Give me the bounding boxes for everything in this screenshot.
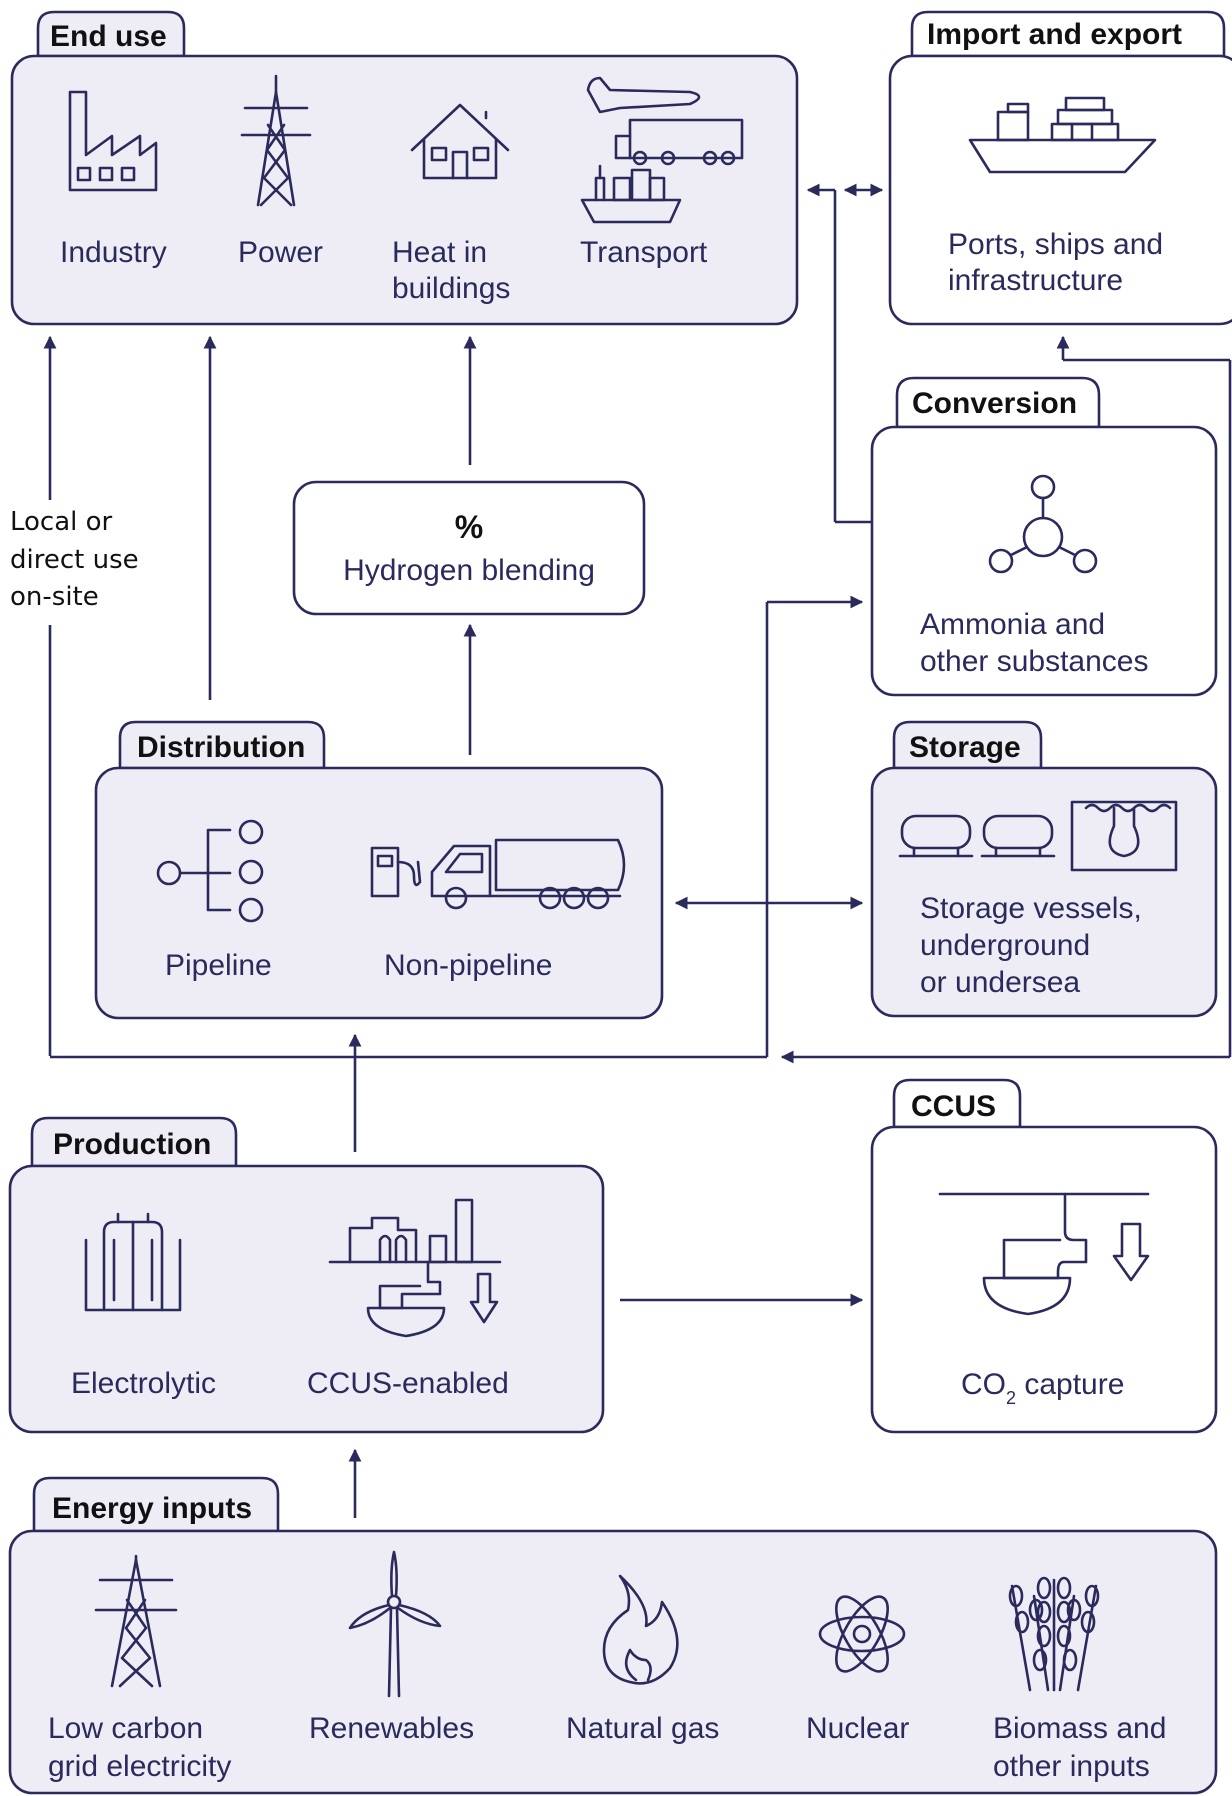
connectors: [43, 183, 1232, 1518]
local-use-note: Local or direct use on-site: [10, 507, 139, 612]
low-carbon-label-line2: grid electricity: [48, 1750, 231, 1783]
import-export-label-line2: infrastructure: [948, 264, 1123, 297]
conversion-title: Conversion: [912, 387, 1077, 420]
ccus-box: [870, 1125, 1218, 1434]
heat-label-line2: buildings: [392, 272, 510, 305]
end-use-section: End use Industry Power: [10, 10, 799, 326]
power-label: Power: [238, 236, 323, 269]
distribution-box: [94, 766, 664, 1020]
low-carbon-label-line1: Low carbon: [48, 1712, 203, 1745]
pylon-icon: [94, 1554, 178, 1688]
molecule-icon: [988, 474, 1098, 574]
blending-box: [292, 480, 646, 616]
energy-inputs-tab: [32, 1476, 280, 1533]
flame-icon: [602, 1574, 679, 1685]
production-tab: [30, 1116, 238, 1168]
conversion-label-line2: other substances: [920, 645, 1148, 678]
energy-inputs-box: [8, 1529, 1218, 1795]
storage-tab: [892, 720, 1043, 770]
pipeline-label: Pipeline: [165, 949, 272, 982]
storage-section: Storage Storage vessels, underground or …: [870, 720, 1218, 1018]
conversion-box: [870, 425, 1218, 697]
industry-label: Industry: [60, 236, 167, 269]
biomass-label-line2: other inputs: [993, 1750, 1150, 1783]
heat-label-line1: Heat in: [392, 236, 487, 269]
import-export-section: Import and export Ports, ships and infra…: [888, 10, 1232, 326]
storage-vessels-icon: [898, 800, 1178, 872]
blending-label: Hydrogen blending: [343, 554, 595, 587]
co2-capture-icon: [938, 1192, 1150, 1316]
ccus-section: CCUS CO2 capture: [870, 1078, 1218, 1434]
percent-symbol: %: [455, 509, 483, 545]
import-export-label-line1: Ports, ships and: [948, 228, 1163, 261]
distribution-tab: [118, 720, 326, 770]
storage-label-line3: or undersea: [920, 966, 1080, 999]
import-export-title: Import and export: [927, 18, 1182, 51]
end-use-tab: [36, 10, 186, 58]
factory-icon: [68, 90, 158, 192]
storage-label-line1: Storage vessels,: [920, 892, 1142, 925]
distribution-section: Distribution Pipeline Non-pipeline: [94, 720, 664, 1020]
end-use-title: End use: [50, 20, 167, 53]
non-pipeline-label: Non-pipeline: [384, 949, 552, 982]
blending-section: % Hydrogen blending: [292, 480, 646, 616]
electrolyser-icon: [84, 1212, 182, 1312]
local-use-note-line2: direct use: [10, 545, 139, 575]
distribution-title: Distribution: [137, 731, 305, 764]
cargo-ship-icon: [968, 96, 1157, 174]
storage-box: [870, 766, 1218, 1018]
energy-inputs-section: Energy inputs: [8, 1476, 1218, 1795]
nuclear-label: Nuclear: [806, 1712, 909, 1745]
house-icon: [410, 103, 510, 180]
ccus-enabled-label: CCUS-enabled: [307, 1367, 509, 1400]
transport-icon: [580, 76, 744, 224]
energy-inputs-title: Energy inputs: [52, 1492, 252, 1525]
pylon-icon: [240, 74, 312, 207]
production-title: Production: [53, 1128, 211, 1161]
wind-turbine-icon: [348, 1550, 442, 1698]
tanker-truck-icon: [370, 838, 626, 910]
natural-gas-label: Natural gas: [566, 1712, 719, 1745]
end-use-box: [10, 54, 799, 326]
local-use-note-line3: on-site: [10, 582, 99, 612]
atom-icon: [818, 1595, 906, 1673]
ccus-label: CO2 capture: [961, 1368, 1124, 1408]
import-export-tab: [910, 10, 1226, 58]
end-use-labels: Industry Power Heat in buildings Transpo…: [60, 236, 708, 305]
storage-label-line2: underground: [920, 929, 1090, 962]
ccus-title: CCUS: [911, 1090, 996, 1123]
ccus-tab: [892, 1078, 1022, 1129]
import-export-box: [888, 54, 1232, 326]
production-section: Production Electrolytic CCUS-enabled: [8, 1116, 605, 1434]
renewables-label: Renewables: [309, 1712, 474, 1745]
storage-title: Storage: [909, 731, 1021, 764]
ccus-plant-icon: [328, 1198, 502, 1338]
conversion-section: Conversion Ammonia and other substances: [870, 376, 1218, 697]
pipeline-icon: [156, 819, 264, 923]
electrolytic-label: Electrolytic: [71, 1367, 216, 1400]
conversion-tab: [895, 376, 1101, 429]
conversion-label-line1: Ammonia and: [920, 608, 1105, 641]
local-use-note-line1: Local or: [10, 507, 113, 537]
wheat-icon: [1008, 1576, 1100, 1692]
biomass-label-line1: Biomass and: [993, 1712, 1166, 1745]
transport-label: Transport: [580, 236, 708, 269]
